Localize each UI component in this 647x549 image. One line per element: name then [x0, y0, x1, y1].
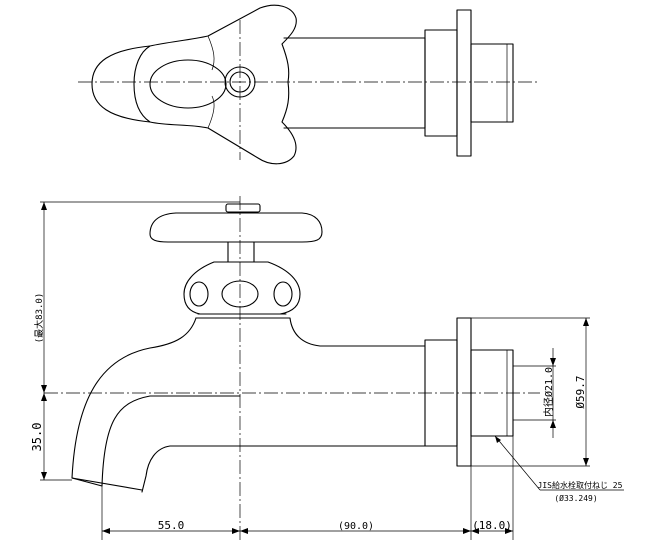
dimensions: (最大83.0) 35.0 55.0 (90.0) (18.0) Ø59.7 内… [30, 201, 624, 540]
callout-arrow [495, 436, 501, 443]
height-arrow-mid2 [41, 393, 47, 401]
thread-spec-label: JIS給水栓取付ねじ 25 [538, 480, 623, 490]
thread-arrow-right [505, 528, 513, 534]
body-length-label: (90.0) [338, 521, 374, 532]
top-spindle-cap-inner [229, 71, 251, 93]
body-bottom-inner [141, 445, 426, 493]
top-handle [133, 4, 297, 165]
thread-arrow-left [471, 528, 479, 534]
top-handle-rib-1 [207, 35, 215, 71]
top-handle-rib-2 [207, 95, 215, 129]
spindle [227, 241, 255, 263]
body-arrow-left [240, 528, 248, 534]
top-handle-hub [149, 59, 227, 109]
top-thread [470, 43, 514, 123]
bonnet-window-center [221, 280, 259, 308]
spout-outlet [71, 477, 143, 491]
thread-length-label: (18.0) [472, 519, 512, 532]
reach-arrow-left [102, 528, 110, 534]
body-arrow-right [463, 528, 471, 534]
thread-diameter-label: (Ø33.249) [554, 493, 597, 503]
top-flange [456, 9, 472, 157]
top-spout-tip [91, 45, 151, 123]
spout-height-arrow-bottom [41, 472, 47, 480]
inner-dia-arrow-bottom [550, 420, 556, 428]
height-max-label: (最大83.0) [33, 293, 45, 344]
front-thread [470, 349, 514, 437]
inner-diameter-label: 内径Ø21.0 [542, 367, 555, 417]
bonnet-window-left [189, 281, 209, 307]
height-arrow-top [41, 202, 47, 210]
front-flange [456, 317, 472, 467]
flange-diameter-label: Ø59.7 [574, 375, 587, 408]
flange-arrow-bottom [583, 458, 589, 466]
body-top [195, 317, 426, 347]
spout-height-label: 35.0 [30, 423, 44, 452]
spout-outer [71, 317, 241, 487]
bonnet-window-right [273, 281, 293, 307]
handle-cap [225, 203, 261, 213]
front-view [44, 196, 556, 540]
spout-reach-label: 55.0 [158, 519, 185, 532]
top-spindle-cap-outer [224, 66, 256, 98]
top-nut [424, 29, 458, 137]
inner-dia-arrow-top [550, 358, 556, 366]
top-body-tube [283, 37, 426, 129]
top-view [78, 4, 540, 165]
callout-leader [494, 435, 541, 491]
flange-arrow-top [583, 318, 589, 326]
reach-arrow-right [232, 528, 240, 534]
handle-grip [149, 212, 323, 243]
height-arrow-mid [41, 385, 47, 393]
